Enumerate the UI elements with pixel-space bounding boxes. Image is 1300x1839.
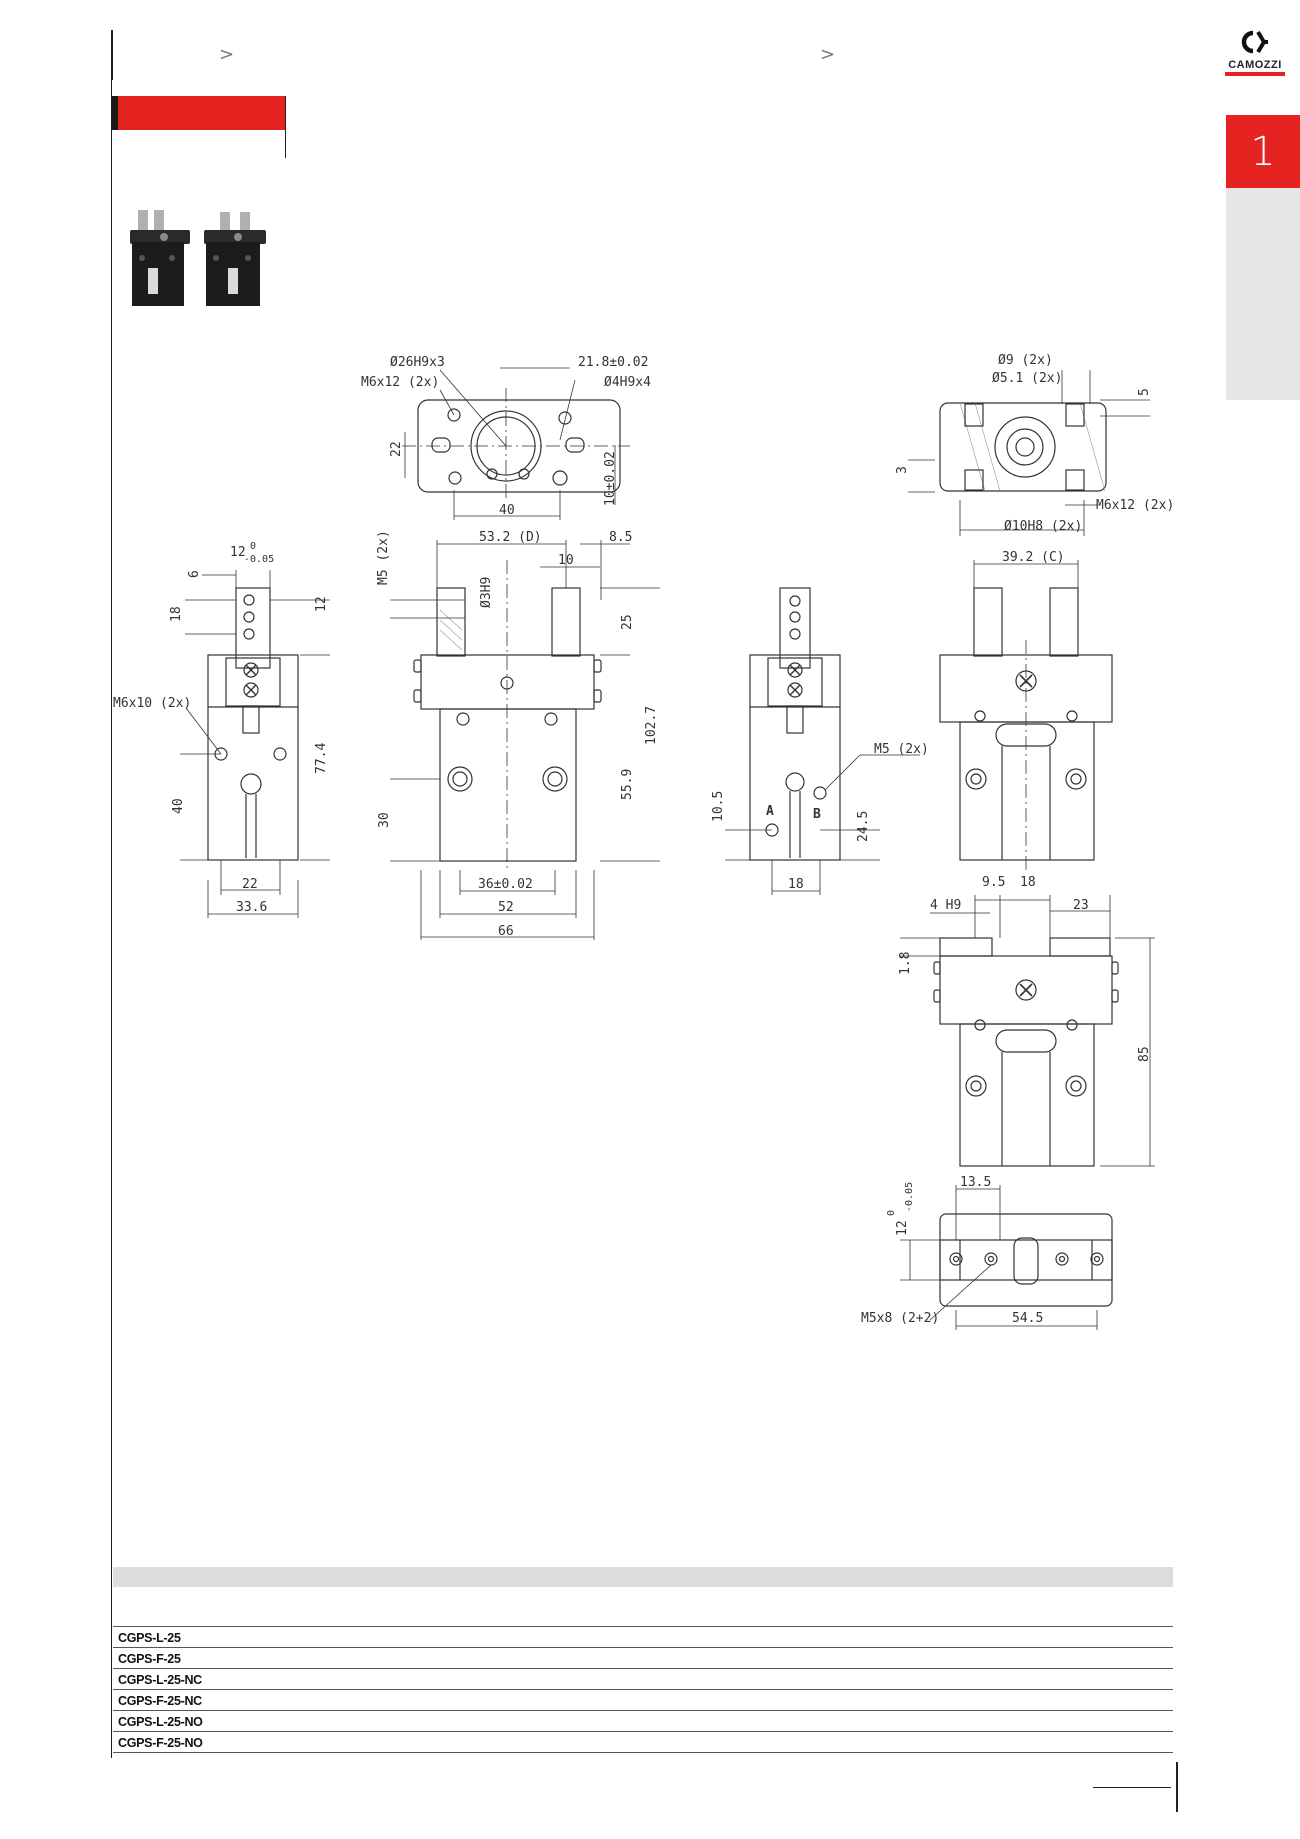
dim-label: -0.05 (244, 554, 274, 565)
dim-label: 12 (895, 1220, 910, 1236)
dim-label: 102.7 (644, 706, 659, 745)
dim-label: 10.5 (711, 791, 726, 822)
dim-label: M6x10 (2x) (113, 696, 191, 711)
dim-label: 21.8±0.02 (578, 355, 648, 370)
dim-label: 36±0.02 (478, 877, 533, 892)
side-view-2 (725, 587, 920, 895)
dim-label: 9.5 (982, 875, 1005, 890)
top-view-left (402, 367, 630, 520)
brand-logo: CAMOZZI (1225, 30, 1285, 76)
table-row: CGPS-F-25 (113, 1648, 1173, 1669)
gripper-photo-1 (130, 210, 190, 306)
dim-label: 22 (242, 877, 258, 892)
table-header (113, 1567, 1173, 1587)
chapter-tab[interactable]: 1 (1226, 115, 1300, 188)
table-subheader (113, 1587, 1173, 1627)
dim-label: 0 (886, 1210, 897, 1216)
dim-label: 4 H9 (930, 898, 961, 913)
gripper-photo-2 (204, 212, 266, 306)
dim-label: M5x8 (2+2) (861, 1311, 939, 1326)
dim-label: 77.4 (314, 743, 329, 774)
open-view (900, 895, 1155, 1167)
breadcrumb-separator: > (820, 44, 836, 65)
bottom-view (900, 1185, 1113, 1330)
dim-label: 0 (250, 541, 256, 552)
dim-label: 10 (558, 553, 574, 568)
dim-label: -0.05 (904, 1182, 915, 1212)
front-view (390, 540, 660, 940)
breadcrumb-separator: > (219, 44, 235, 65)
dim-label: 55.9 (620, 769, 635, 800)
dim-label: 39.2 (C) (1002, 550, 1065, 565)
table-row: CGPS-L-25-NO (113, 1711, 1173, 1732)
dim-label: 54.5 (1012, 1311, 1043, 1326)
dim-label: 18 (788, 877, 804, 892)
dim-label: 53.2 (D) (479, 530, 542, 545)
dim-label: 33.6 (236, 900, 267, 915)
chapter-tab-background (1226, 188, 1300, 400)
dim-label: M6x12 (2x) (361, 375, 439, 390)
dim-label: 40 (171, 798, 186, 814)
dim-label: 13.5 (960, 1175, 991, 1190)
page-left-border (111, 30, 112, 1758)
dim-label: 22 (389, 441, 404, 457)
side-view-1 (180, 570, 330, 918)
brand-underline (1225, 72, 1285, 76)
top-view-right (908, 370, 1150, 536)
page-number-line (1093, 1787, 1171, 1788)
dim-label: 5 (1137, 388, 1152, 396)
dim-label: 1.8 (898, 952, 913, 975)
dim-label: 18 (169, 606, 184, 622)
table-row: CGPS-L-25 (113, 1627, 1173, 1648)
dim-label: 25 (620, 614, 635, 630)
header-divider (111, 30, 113, 80)
dim-label: 12 (230, 545, 246, 560)
dim-label: Ø3H9 (479, 577, 494, 608)
dim-label: M5 (2x) (376, 530, 391, 585)
table-row: CGPS-F-25-NC (113, 1690, 1173, 1711)
camozzi-logo-icon (1241, 30, 1268, 54)
dim-label: 8.5 (609, 530, 632, 545)
dim-label: Ø9 (2x) (998, 353, 1053, 368)
dim-label: Ø4H9x4 (604, 375, 651, 390)
dim-label: 40 (499, 503, 515, 518)
dim-label: 12 (314, 596, 329, 612)
dim-label: M6x12 (2x) (1096, 498, 1174, 513)
port-b-label: B (813, 807, 821, 822)
section-bar-divider (285, 96, 286, 158)
dim-label: 52 (498, 900, 514, 915)
dim-label: 85 (1137, 1046, 1152, 1062)
table-row: CGPS-F-25-NO (113, 1732, 1173, 1753)
dim-label: 3 (895, 466, 910, 474)
dim-label: 24.5 (856, 811, 871, 842)
dim-label: 10±0.02 (603, 451, 618, 506)
dim-label: 18 (1020, 875, 1036, 890)
dim-label: 23 (1073, 898, 1089, 913)
table-row: CGPS-L-25-NC (113, 1669, 1173, 1690)
dim-label: Ø5.1 (2x) (992, 371, 1062, 386)
dim-label: Ø10H8 (2x) (1004, 519, 1082, 534)
dim-label: 6 (187, 570, 202, 578)
footer-divider (1176, 1762, 1178, 1812)
section-title-bar (112, 96, 286, 130)
ordering-table: CGPS-L-25 CGPS-F-25 CGPS-L-25-NC CGPS-F-… (113, 1567, 1173, 1753)
dim-label: 30 (377, 812, 392, 828)
port-a-label: A (766, 804, 774, 819)
front-view-right (939, 560, 1113, 870)
brand-name: CAMOZZI (1228, 59, 1282, 71)
dim-label: M5 (2x) (874, 742, 929, 757)
dim-label: Ø26H9x3 (390, 355, 445, 370)
product-photo (130, 210, 266, 306)
dim-label: 66 (498, 924, 514, 939)
